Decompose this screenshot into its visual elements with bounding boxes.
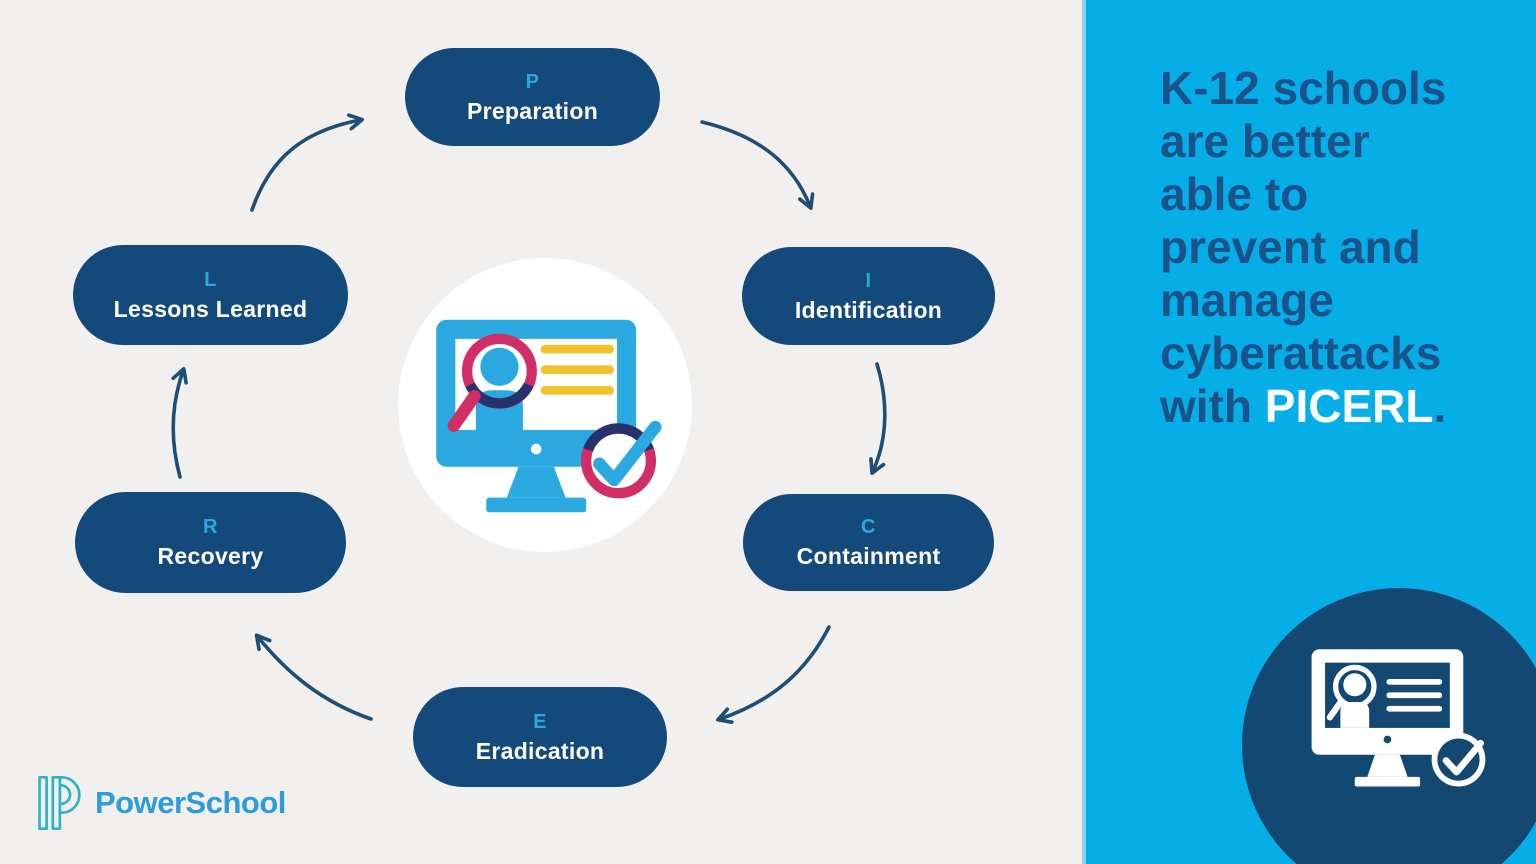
step-label: Recovery	[157, 543, 264, 569]
step-label: Lessons Learned	[113, 295, 308, 322]
cycle-step-identification: I Identification	[742, 247, 995, 345]
cycle-step-eradication: E Eradication	[413, 687, 667, 787]
document-lines-icon	[540, 344, 615, 395]
cycle-arrows	[171, 113, 887, 724]
panel-heading: K-12 schools are better able to prevent …	[1160, 62, 1446, 433]
picerl-cycle-diagram: P Preparation I Identification C Contain…	[36, 48, 995, 834]
arrow-eradication-to-recovery	[254, 633, 373, 721]
step-letter: P	[525, 70, 540, 93]
step-label: Identification	[794, 296, 943, 323]
magnifying-glass-icon	[1326, 664, 1377, 721]
step-label: Preparation	[466, 97, 599, 124]
step-letter: L	[204, 268, 217, 291]
picerl-highlight: PICERL	[1264, 380, 1434, 432]
heading-line: K-12 schools	[1160, 62, 1447, 114]
arrow-preparation-to-identification	[700, 120, 815, 210]
heading-line: are better	[1160, 115, 1370, 167]
heading-final-line: with PICERL.	[1160, 380, 1447, 432]
heading-line: able to	[1160, 168, 1309, 220]
powerschool-p-mark-icon	[38, 776, 81, 830]
person-icon	[1340, 673, 1370, 728]
corner-circle	[1242, 588, 1536, 864]
arrow-recovery-to-lessons	[171, 366, 188, 479]
step-letter: C	[861, 516, 876, 538]
step-letter: R	[203, 516, 218, 538]
cycle-step-lessons-learned: L Lessons Learned	[73, 245, 348, 345]
checkmark-badge-icon	[1431, 732, 1486, 787]
arrow-identification-to-containment	[869, 362, 887, 475]
step-letter: I	[865, 269, 872, 292]
heading-line: prevent and	[1160, 221, 1421, 273]
powerschool-logo: PowerSchool	[36, 772, 286, 834]
monitor-audit-check-icon	[398, 258, 692, 552]
magnifying-glass-icon	[447, 333, 537, 432]
heading-line: manage	[1160, 274, 1334, 326]
side-panel: K-12 schools are better able to prevent …	[1082, 0, 1536, 864]
cycle-step-containment: C Containment	[743, 494, 994, 591]
arrow-containment-to-eradication	[715, 625, 831, 724]
document-lines-icon	[1386, 678, 1443, 712]
monitor-audit-check-icon-white	[1311, 649, 1486, 787]
checkmark-badge-icon	[581, 420, 662, 499]
cycle-step-preparation: P Preparation	[405, 48, 660, 146]
step-label: Containment	[796, 543, 941, 569]
cycle-step-recovery: R Recovery	[75, 492, 346, 593]
heading-line: cyberattacks	[1160, 327, 1442, 379]
step-letter: E	[533, 710, 547, 733]
powerschool-logo-text: PowerSchool	[95, 785, 286, 820]
step-label: Eradication	[475, 737, 605, 764]
arrow-lessons-to-preparation	[250, 113, 365, 212]
